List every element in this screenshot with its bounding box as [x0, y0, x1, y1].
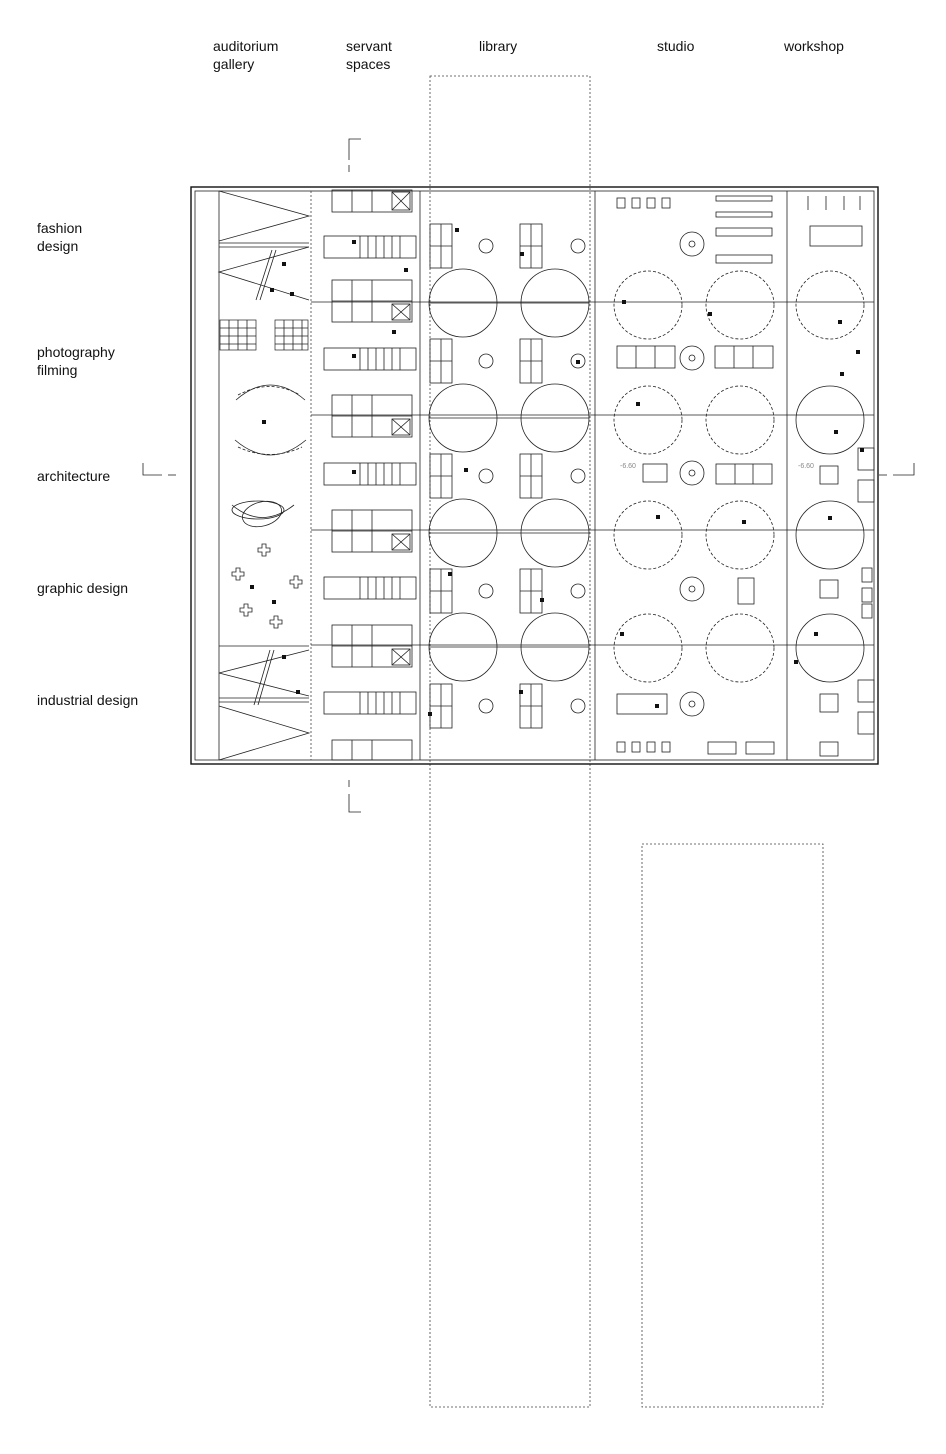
- studio-pods: [613, 270, 865, 683]
- column-label-auditorium-gallery: auditorium gallery: [213, 38, 279, 72]
- cross-tables-gallery: [231, 543, 303, 629]
- seating-block-left: [219, 319, 257, 351]
- auditorium-bottom: [218, 645, 311, 761]
- column-label-studio: studio: [657, 38, 695, 54]
- row-label-architecture: architecture: [37, 468, 111, 484]
- elevation-label-studio: -6.60: [620, 463, 636, 470]
- servant-toilets: [331, 189, 413, 761]
- elevation-label-workshop: -6.60: [798, 463, 814, 470]
- section-marker-right: [879, 463, 915, 476]
- library-reading-rooms: [428, 268, 590, 682]
- column-label-workshop: workshop: [784, 38, 844, 54]
- servant-stairs: [323, 235, 417, 715]
- chair-arc-1: [235, 384, 306, 401]
- chair-arc-2: [234, 439, 307, 456]
- section-marker-left: [142, 463, 176, 476]
- section-marker-top: [348, 138, 361, 172]
- studio-chairs-top: [616, 197, 775, 755]
- knot-sculpture: [231, 500, 295, 528]
- column-label-servant-spaces: servant spaces: [346, 38, 392, 72]
- row-label-fashion-design: fashion design: [37, 220, 83, 254]
- row-label-photography-filming: photography filming: [37, 344, 115, 378]
- studio-tower-outline: [641, 843, 824, 1408]
- seating-block-right: [274, 319, 309, 351]
- row-label-industrial-design: industrial design: [37, 692, 139, 708]
- people-figures: [250, 228, 864, 716]
- studio-spiral-stairs: [679, 231, 705, 717]
- column-label-library: library: [479, 38, 518, 54]
- library-desks: [429, 223, 586, 729]
- row-label-graphic-design: graphic design: [37, 580, 129, 596]
- building-outline: [190, 186, 879, 765]
- section-marker-bottom: [348, 780, 361, 813]
- library-tower-outline: [429, 75, 591, 1408]
- studio-tables: [616, 195, 774, 715]
- auditorium-top: [217, 190, 311, 301]
- floor-grid-lines: [311, 301, 874, 646]
- workshop-tables: [807, 196, 875, 757]
